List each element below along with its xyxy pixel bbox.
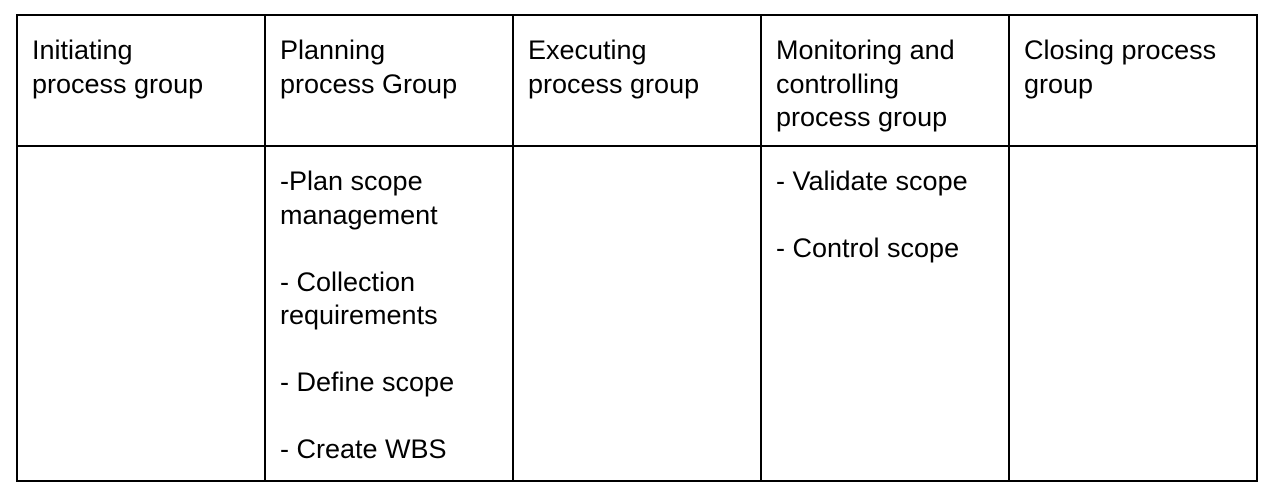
cell-executing	[512, 145, 762, 482]
process-groups-table: Initiating process group Planning proces…	[16, 14, 1258, 482]
header-initiating: Initiating process group	[16, 14, 266, 147]
header-initiating-text: Initiating process group	[32, 35, 204, 99]
planning-item: -Plan scope management	[280, 166, 438, 230]
header-planning: Planning process Group	[264, 14, 514, 147]
planning-item: - Define scope	[280, 367, 455, 397]
header-row: Initiating process group Planning proces…	[16, 14, 1258, 147]
header-planning-text: Planning process Group	[280, 35, 458, 99]
header-closing-text: Closing process group	[1024, 35, 1217, 99]
cell-initiating	[16, 145, 266, 482]
cell-monitoring: - Validate scope - Control scope	[760, 145, 1010, 482]
header-closing: Closing process group	[1008, 14, 1258, 147]
header-executing: Executing process group	[512, 14, 762, 147]
header-monitoring-text: Monitoring and controlling process group	[776, 35, 955, 132]
planning-item: - Collection requirements	[280, 266, 438, 331]
monitoring-item: - Validate scope	[776, 166, 968, 196]
header-monitoring: Monitoring and controlling process group	[760, 14, 1010, 147]
body-row: -Plan scope management - Collection requ…	[16, 145, 1258, 482]
monitoring-item: - Control scope	[776, 233, 960, 263]
header-executing-text: Executing process group	[528, 35, 700, 99]
cell-planning: -Plan scope management - Collection requ…	[264, 145, 514, 482]
cell-closing	[1008, 145, 1258, 482]
planning-item: - Create WBS	[280, 434, 447, 464]
